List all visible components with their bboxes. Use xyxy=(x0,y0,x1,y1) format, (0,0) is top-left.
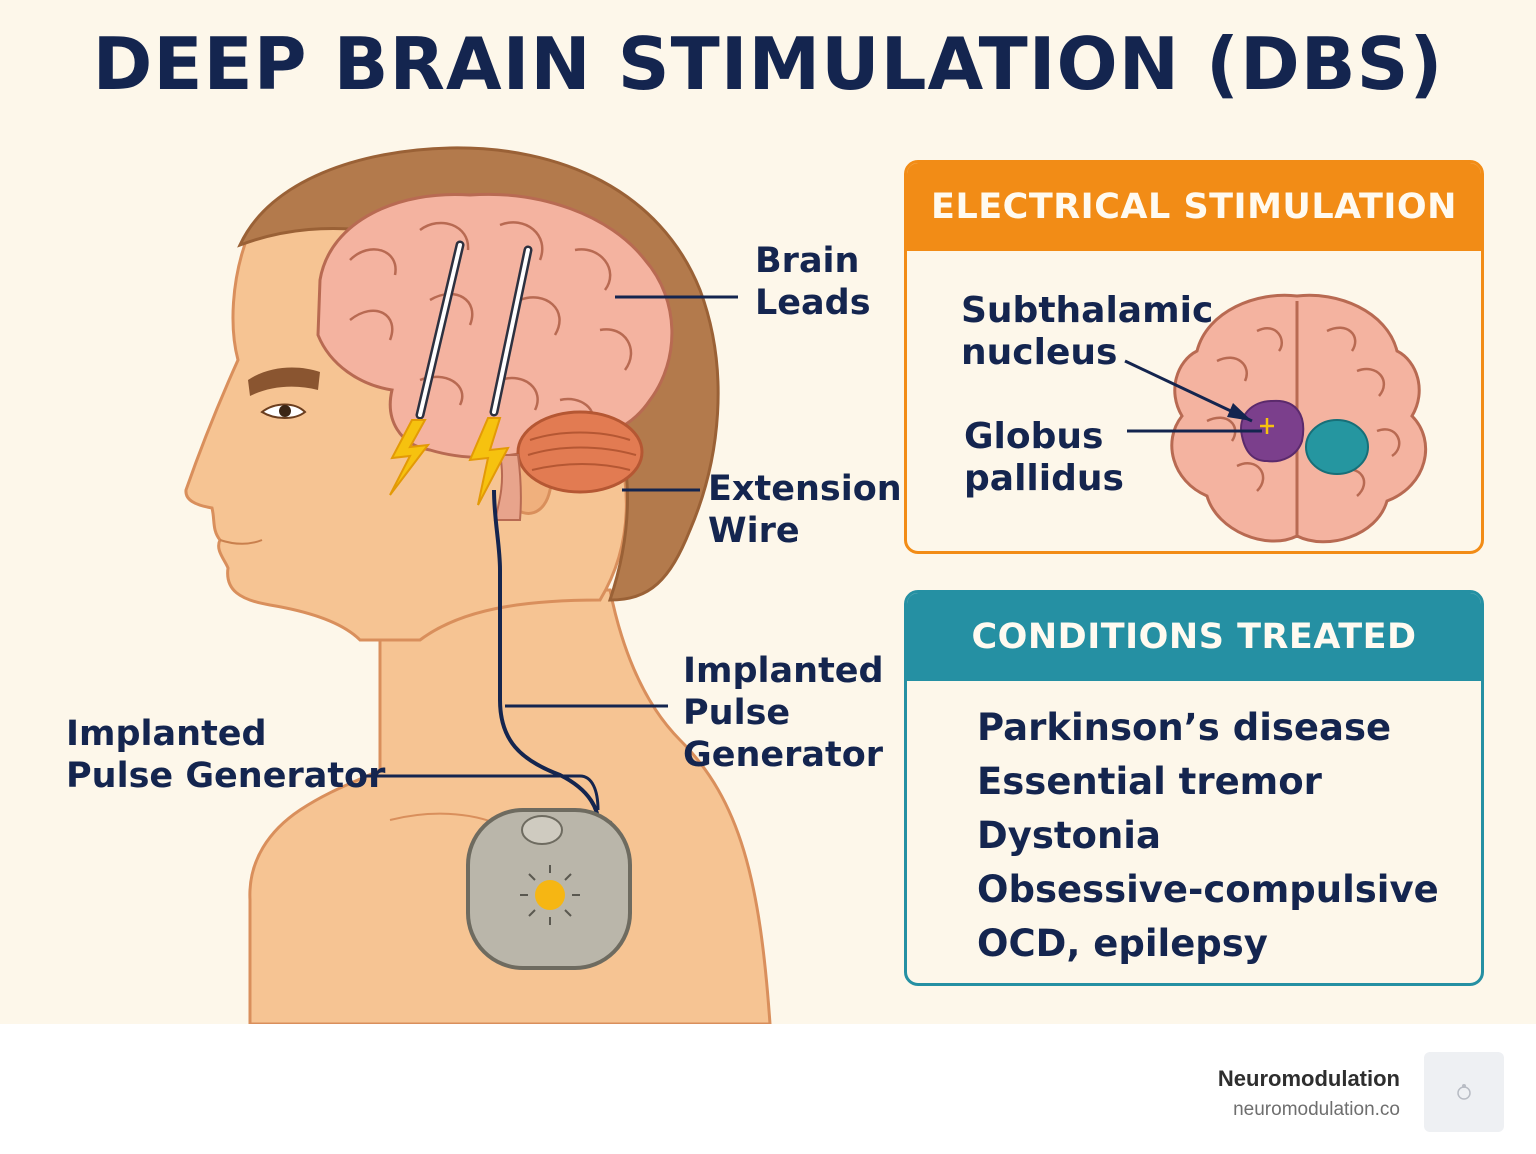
brand-name[interactable]: Neuromodulation xyxy=(1217,1066,1400,1091)
subthalamic-nucleus-label: Subthalamic nucleus xyxy=(961,290,1213,374)
subthalamic-label-line1: Subthalamic xyxy=(961,290,1214,331)
subthalamic-label-line2: nucleus xyxy=(961,332,1118,374)
condition-item: Dystonia xyxy=(977,814,1161,857)
pulse-generator-left-label: Implanted Pulse Generator xyxy=(66,713,385,797)
infographic-canvas: DEEP BRAIN STIMULATION (DBS) xyxy=(0,0,1536,1024)
dbs-illustration xyxy=(184,146,772,1024)
pulse-generator-right-label: Implanted Pulse Generator xyxy=(683,650,884,776)
globus-pallidus-label: Globus pallidus xyxy=(964,416,1124,500)
brand-logo-icon[interactable] xyxy=(1424,1052,1504,1132)
conditions-treated-panel: CONDITIONS TREATED Parkinson’s disease E… xyxy=(904,590,1484,986)
extension-wire-label: Extension Wire xyxy=(708,468,902,552)
pulse-generator-icon xyxy=(466,808,632,970)
brain-top-view-icon xyxy=(1124,293,1428,544)
footer: Neuromodulation neuromodulation.co xyxy=(0,1024,1536,1154)
pulse-generator-left-line2: Pulse Generator xyxy=(66,756,386,796)
condition-item: Parkinson’s disease xyxy=(977,706,1392,749)
brain-leads-label-line1: Brain xyxy=(755,241,860,281)
conditions-treated-heading: CONDITIONS TREATED xyxy=(907,593,1481,681)
brain-leads-label: Brain Leads xyxy=(755,240,871,324)
condition-item: OCD, epilepsy xyxy=(977,922,1268,965)
extension-wire-label-line2: Wire xyxy=(708,511,800,551)
pulse-generator-right-line3: Generator xyxy=(683,735,884,775)
lightning-bolt-icon xyxy=(389,417,510,506)
globus-label-line2: pallidus xyxy=(964,458,1124,500)
page-title: DEEP BRAIN STIMULATION (DBS) xyxy=(92,22,1444,106)
brain-icon xyxy=(316,192,674,521)
pulse-generator-right-line1: Implanted xyxy=(683,651,884,691)
globus-label-line1: Globus xyxy=(964,416,1104,457)
brand-logo-glyph-icon xyxy=(1457,1084,1471,1100)
electrical-stimulation-heading: ELECTRICAL STIMULATION xyxy=(907,163,1481,251)
conditions-list: Parkinson’s disease Essential tremor Dys… xyxy=(977,701,1439,971)
pulse-generator-left-line1: Implanted xyxy=(66,714,267,754)
pulse-generator-right-line2: Pulse xyxy=(683,693,791,733)
brand-url-link[interactable]: neuromodulation.co xyxy=(1233,1099,1400,1120)
extension-wire xyxy=(492,489,601,829)
condition-item: Obsessive-compulsive xyxy=(977,868,1439,911)
label-leader-lines xyxy=(366,295,738,811)
lead-electrode-icon xyxy=(415,240,533,420)
electrical-stimulation-panel: ELECTRICAL STIMULATION Subthalamic nucle… xyxy=(904,160,1484,554)
extension-wire-label-line1: Extension xyxy=(708,469,902,509)
brain-leads-label-line2: Leads xyxy=(755,283,871,323)
condition-item: Essential tremor xyxy=(977,760,1322,803)
